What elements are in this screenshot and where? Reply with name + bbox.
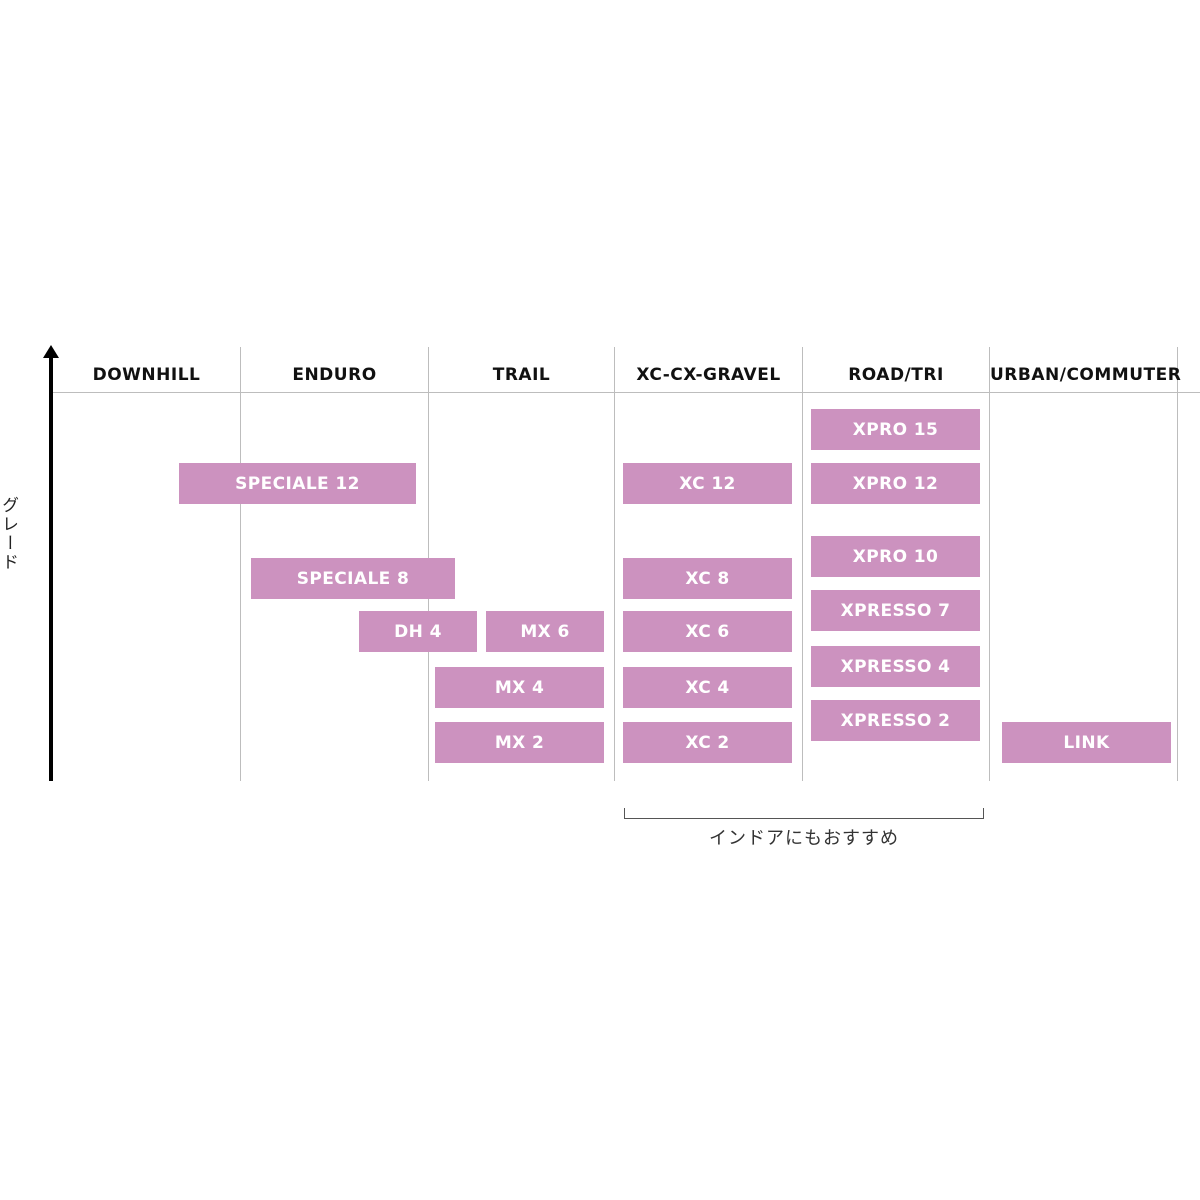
product-xc-4[interactable]: XC 4 bbox=[623, 667, 792, 708]
product-xpresso-4[interactable]: XPRESSO 4 bbox=[811, 646, 980, 687]
arrow-up-icon bbox=[43, 345, 59, 358]
column-divider bbox=[1177, 347, 1178, 781]
column-header-enduro: ENDURO bbox=[292, 365, 377, 385]
column-header-road-tri: ROAD/TRI bbox=[848, 365, 944, 385]
column-header-urban-commuter: URBAN/COMMUTER bbox=[990, 365, 1182, 385]
product-xpro-15[interactable]: XPRO 15 bbox=[811, 409, 980, 450]
grade-axis-label: グレード bbox=[0, 496, 18, 572]
product-xpro-10[interactable]: XPRO 10 bbox=[811, 536, 980, 577]
product-mx-4[interactable]: MX 4 bbox=[435, 667, 604, 708]
column-divider bbox=[614, 347, 615, 781]
product-mx-6[interactable]: MX 6 bbox=[486, 611, 604, 652]
product-xpresso-7[interactable]: XPRESSO 7 bbox=[811, 590, 980, 631]
indoor-bracket bbox=[624, 808, 984, 819]
product-dh-4[interactable]: DH 4 bbox=[359, 611, 477, 652]
header-divider bbox=[53, 392, 1200, 393]
product-xpresso-2[interactable]: XPRESSO 2 bbox=[811, 700, 980, 741]
indoor-note: インドアにもおすすめ bbox=[709, 828, 899, 849]
column-divider bbox=[240, 347, 241, 781]
product-xc-6[interactable]: XC 6 bbox=[623, 611, 792, 652]
product-link[interactable]: LINK bbox=[1002, 722, 1171, 763]
product-xc-8[interactable]: XC 8 bbox=[623, 558, 792, 599]
column-header-xc-cx-gravel: XC-CX-GRAVEL bbox=[636, 365, 781, 385]
product-speciale-8[interactable]: SPECIALE 8 bbox=[251, 558, 455, 599]
product-xc-12[interactable]: XC 12 bbox=[623, 463, 792, 504]
column-divider bbox=[989, 347, 990, 781]
product-mx-2[interactable]: MX 2 bbox=[435, 722, 604, 763]
product-xpro-12[interactable]: XPRO 12 bbox=[811, 463, 980, 504]
grade-axis-line bbox=[49, 356, 53, 781]
column-header-downhill: DOWNHILL bbox=[92, 365, 201, 385]
product-speciale-12[interactable]: SPECIALE 12 bbox=[179, 463, 416, 504]
column-divider bbox=[802, 347, 803, 781]
product-xc-2[interactable]: XC 2 bbox=[623, 722, 792, 763]
column-header-trail: TRAIL bbox=[492, 365, 551, 385]
